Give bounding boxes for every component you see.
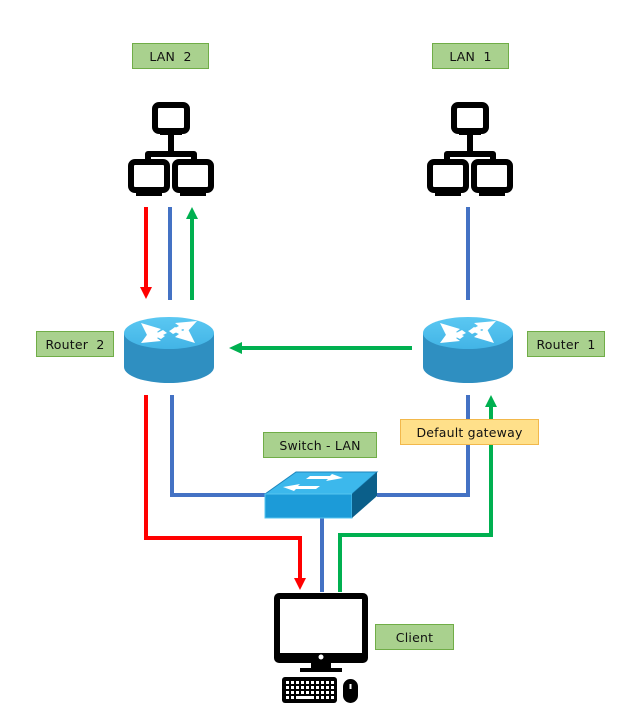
red-arrowhead xyxy=(294,578,306,590)
green-arrowhead xyxy=(485,395,497,407)
red-path xyxy=(140,207,306,590)
lan1-network-icon xyxy=(427,102,513,196)
green-path xyxy=(186,207,497,592)
router2-label: Router 2 xyxy=(36,331,114,357)
red-arrow-router2-to-client xyxy=(144,395,302,578)
lan2-label: LAN 2 xyxy=(132,43,209,69)
green-arrowhead xyxy=(186,207,198,219)
router2-icon xyxy=(124,317,214,383)
router1-label: Router 1 xyxy=(527,331,605,357)
client-label: Client xyxy=(375,624,454,650)
red-arrowhead xyxy=(140,287,152,299)
switch-icon xyxy=(263,471,379,519)
lan2-network-icon xyxy=(128,102,214,196)
switch-label: Switch - LAN xyxy=(263,432,377,458)
link-router2-switch xyxy=(170,395,268,497)
client-computer-icon xyxy=(274,593,368,703)
green-arrowhead xyxy=(229,342,242,354)
keyboard-icon xyxy=(282,677,337,703)
router1-icon xyxy=(423,317,513,383)
green-arrow-client-to-router1 xyxy=(338,406,493,592)
default-gateway-label: Default gateway xyxy=(400,419,539,445)
lan1-label: LAN 1 xyxy=(432,43,509,69)
mouse-icon xyxy=(343,679,358,703)
link-router1-switch xyxy=(377,395,470,497)
